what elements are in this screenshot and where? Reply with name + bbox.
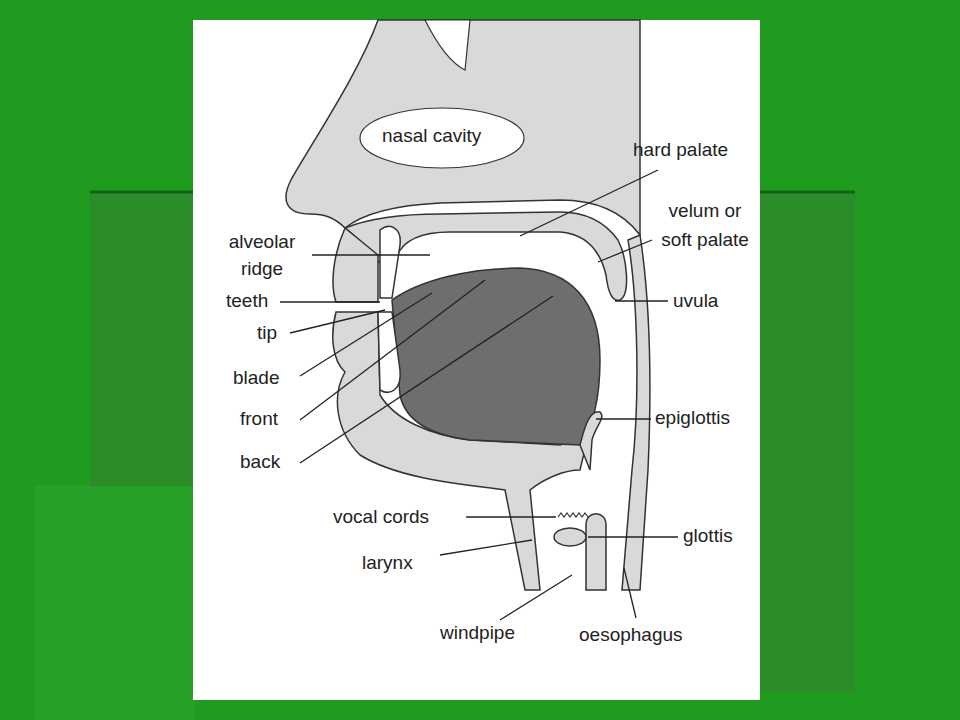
part-label: uvula [673, 290, 718, 312]
leader-line [624, 568, 636, 618]
white-panel [193, 20, 760, 700]
part-label: back [240, 451, 280, 473]
leader-line [466, 516, 556, 517]
part-label: vocal cords [333, 506, 429, 528]
leader-line [500, 575, 572, 620]
tongue [392, 268, 600, 445]
upper-tooth [380, 226, 400, 298]
part-label: blade [233, 367, 280, 389]
part-label: front [240, 408, 278, 430]
leader-line [440, 540, 532, 555]
leader-line [290, 310, 385, 333]
part-label: teeth [226, 290, 268, 312]
part-label: nasal cavity [382, 125, 481, 147]
leader-line [300, 296, 553, 463]
part-label: hard palate [633, 139, 728, 161]
part-label: tip [257, 322, 277, 344]
leader-line [596, 418, 651, 419]
tube-wall [586, 514, 606, 590]
part-label: larynx [362, 552, 413, 574]
leader-line [300, 280, 485, 420]
head-outline [286, 20, 640, 235]
part-label: windpipe [440, 622, 515, 644]
part-label: alveolar ridge [212, 228, 312, 282]
nasal-cavity [360, 108, 524, 168]
part-label: epiglottis [655, 407, 730, 429]
glottis-shape [554, 528, 586, 546]
part-label: oesophagus [579, 624, 683, 646]
part-label: velum or soft palate [655, 196, 755, 254]
background-panel [35, 486, 195, 720]
nasal-bone [425, 20, 470, 70]
leader-lines [280, 170, 678, 620]
upper-lip [333, 228, 378, 302]
leader-line [520, 170, 658, 236]
epiglottis-flap [580, 412, 602, 470]
leader-line [588, 536, 678, 537]
leader-line [280, 301, 380, 302]
leader-line [615, 300, 668, 301]
leader-line [598, 240, 652, 262]
part-label: glottis [683, 525, 733, 547]
leader-line [312, 254, 430, 255]
vocal-cords-shape [558, 513, 588, 517]
